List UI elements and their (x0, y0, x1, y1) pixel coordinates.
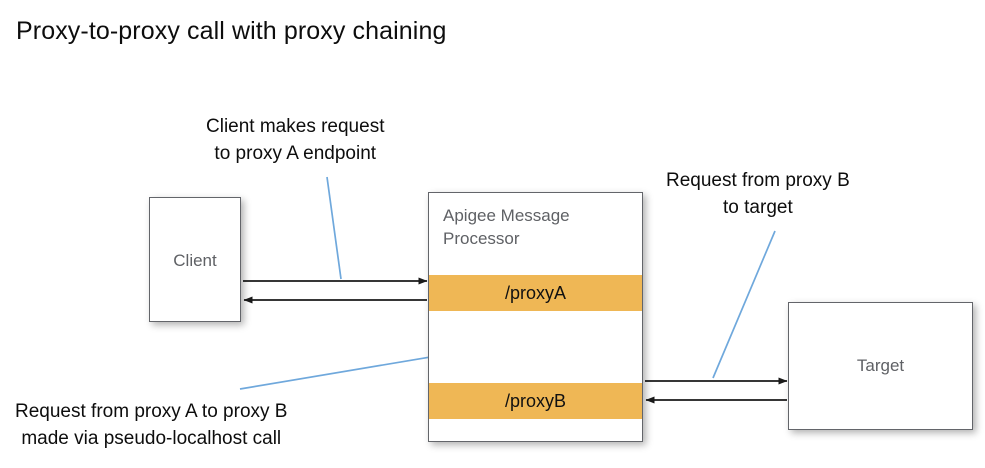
annotation-chaining-line-1: Request from proxy A to proxy B (15, 401, 288, 422)
node-message-processor[interactable]: Apigee Message Processor /proxyA /proxyB (428, 192, 643, 442)
mp-title-line-2: Processor (443, 229, 520, 248)
node-target-label: Target (856, 356, 905, 375)
node-target[interactable]: Target (788, 302, 973, 430)
annotation-client-request: Client makes request to proxy A endpoint (206, 113, 384, 167)
annotation-client-request-line-1: Client makes request (206, 116, 385, 137)
proxy-a-band[interactable]: /proxyA (429, 275, 642, 311)
annotation-target-request-line-2: to target (723, 197, 793, 218)
annotation-client-request-line-2: to proxy A endpoint (214, 143, 377, 164)
node-client-label: Client (173, 251, 217, 270)
node-client[interactable]: Client (149, 197, 241, 322)
annotation-target-request-line-1: Request from proxy B (666, 170, 850, 191)
proxy-b-band[interactable]: /proxyB (429, 383, 642, 419)
annotation-chaining-line-2: made via pseudo-localhost call (21, 428, 282, 449)
page-title: Proxy-to-proxy call with proxy chaining (16, 17, 447, 45)
annotation-target-request: Request from proxy B to target (666, 167, 850, 221)
node-message-processor-title: Apigee Message Processor (443, 204, 628, 250)
leader-line-client-annotation (326, 176, 342, 280)
mp-title-line-1: Apigee Message (443, 206, 570, 225)
leader-line-target-annotation (712, 230, 776, 379)
annotation-chaining: Request from proxy A to proxy B made via… (15, 398, 287, 452)
